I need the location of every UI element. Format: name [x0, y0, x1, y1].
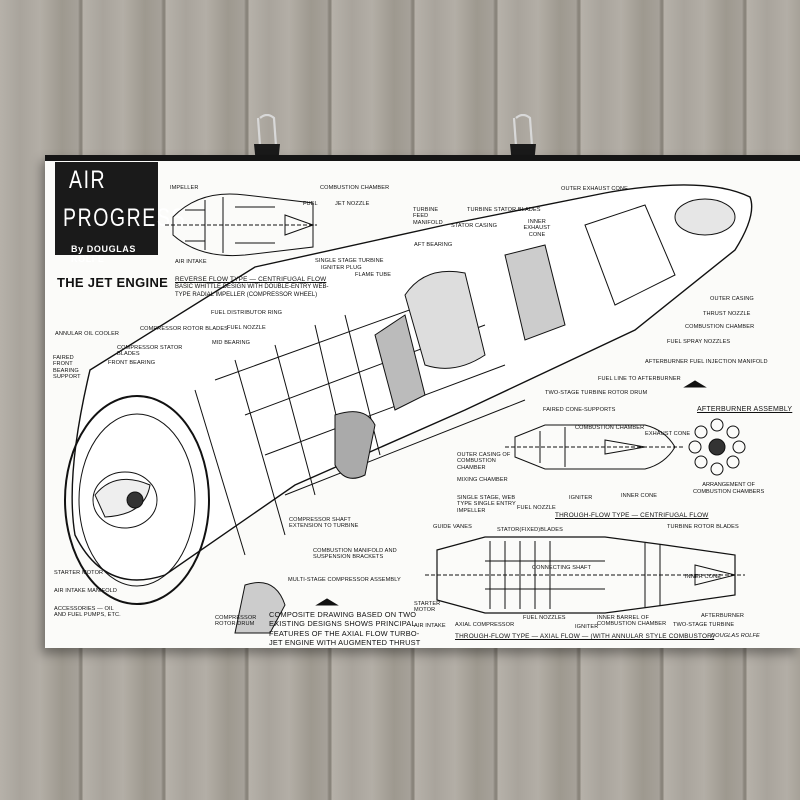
label-igniter-cf: IGNITER [569, 495, 593, 501]
engine-drawings [64, 184, 753, 634]
label-inner-barrel: INNER BARREL OF COMBUSTION CHAMBER [597, 615, 667, 628]
label-outer-exhaust-cone: OUTER EXHAUST CONE [561, 186, 628, 192]
label-guide-vanes: GUIDE VANES [433, 524, 472, 530]
masthead: AIR PROGRESS By DOUGLAS ROLFE [55, 162, 184, 264]
byline: By DOUGLAS ROLFE [71, 244, 137, 264]
reverse-flow-description: BASIC WHITTLE DESIGN WITH DOUBLE-ENTRY W… [175, 284, 329, 298]
label-combustion-manifold: COMBUSTION MANIFOLD AND SUSPENSION BRACK… [313, 548, 397, 561]
label-fuel-spray-nozzles: FUEL SPRAY NOZZLES [667, 339, 731, 345]
label-air-intake-manifold: AIR INTAKE MANIFOLD [54, 588, 118, 594]
caption-reverse-flow: REVERSE FLOW TYPE — CENTRIFUGAL FLOW [175, 276, 327, 283]
label-two-stage-turbine-rotor-drum: TWO-STAGE TURBINE ROTOR DRUM [545, 390, 648, 396]
label-outer-casing: OUTER CASING [710, 296, 754, 302]
centrifugal-flow-diagram [505, 424, 685, 470]
label-fuel-line-to-afterburner: FUEL LINE TO AFTERBURNER [598, 376, 681, 382]
label-outer-casing-combustion: OUTER CASING OF COMBUSTION CHAMBER [457, 452, 511, 471]
label-single-stage-web-impeller: SINGLE STAGE, WEB TYPE SINGLE ENTRY IMPE… [457, 495, 516, 514]
label-turbine-rotor-blades: TURBINE ROTOR BLADES [667, 524, 739, 530]
label-thrust-nozzle: THRUST NOZZLE [703, 311, 751, 317]
label-combustion-chamber-cf: COMBUSTION CHAMBER [575, 425, 645, 431]
label-fuel-nozzles-axial: FUEL NOZZLES [523, 615, 566, 621]
axial-flow-diagram [425, 536, 745, 614]
label-fuel-nozzle: FUEL NOZZLE [227, 325, 266, 331]
label-igniter-plug: IGNITER PLUG [321, 265, 362, 271]
reverse-flow-diagram [165, 193, 317, 257]
label-exhaust-cone: EXHAUST CONE [645, 431, 691, 437]
cutaway-engine [64, 184, 753, 634]
label-jet-nozzle: JET NOZZLE [335, 201, 370, 207]
label-front-bearing: FRONT BEARING [108, 360, 156, 366]
label-faired-front-bearing-support: FAIRED FRONT BEARING SUPPORT [53, 355, 81, 381]
label-combustion-chamber: COMBUSTION CHAMBER [320, 185, 390, 191]
caption-axial-flow: THROUGH-FLOW TYPE — AXIAL FLOW — (WITH A… [455, 633, 715, 640]
label-compressor-rotor-blades: COMPRESSOR ROTOR BLADES [140, 326, 228, 332]
label-compressor-stator-blades: COMPRESSOR STATOR BLADES [117, 345, 183, 358]
label-fuel: FUEL [303, 201, 318, 207]
label-air-intake: AIR INTAKE [175, 259, 207, 265]
label-afterburner-axial: AFTERBURNER [701, 613, 745, 619]
masthead-line-1: AIR [69, 166, 107, 194]
arrangement-label: ARRANGEMENT OF COMBUSTION CHAMBERS [693, 482, 765, 496]
label-inner-cone-axial: INNER CONE [685, 574, 722, 580]
label-starter-motor: STARTER MOTOR [54, 570, 104, 576]
artist-signature: DOUGLAS ROLFE [711, 633, 760, 639]
label-single-stage-turbine: SINGLE STAGE TURBINE [315, 258, 384, 264]
composite-drawing-note: COMPOSITE DRAWING BASED ON TWO EXISTING … [269, 610, 421, 648]
caption-afterburner-assembly: AFTERBURNER ASSEMBLY [697, 406, 793, 413]
label-impeller: IMPELLER [170, 185, 199, 191]
label-accessories: ACCESSORIES — OIL AND FUEL PUMPS, ETC. [54, 606, 121, 619]
label-starter-motor-axial: STARTER MOTOR [414, 601, 441, 614]
label-afterburner-fuel-injection-manifold: AFTERBURNER FUEL INJECTION MANIFOLD [645, 359, 768, 365]
label-combustion-chamber-cutaway: COMBUSTION CHAMBER [685, 324, 755, 330]
label-compressor-rotor-drum: COMPRESSOR ROTOR DRUM [215, 615, 257, 628]
label-fuel-nozzle-cf: FUEL NOZZLE [517, 505, 556, 511]
jet-engine-poster: AIR PROGRESS By DOUGLAS ROLFE THE JET EN… [45, 155, 800, 648]
masthead-line-2: PROGRESS [63, 204, 187, 232]
label-stator-blades: STATOR(FIXED)BLADES [497, 527, 563, 533]
label-axial-compressor: AXIAL COMPRESSOR [455, 622, 515, 628]
label-inner-exhaust-cone: INNER EXHAUST CONE [523, 219, 551, 238]
label-igniter-axial: IGNITER [575, 624, 599, 630]
label-mid-bearing: MID BEARING [212, 340, 251, 346]
label-mixing-chamber: MIXING CHAMBER [457, 477, 508, 483]
label-turbine-stator-blades: TURBINE STATOR BLADES [467, 207, 541, 213]
label-air-intake-axial: AIR INTAKE [414, 623, 446, 629]
poster-top-bar [45, 155, 800, 161]
label-connecting-shaft: CONNECTING SHAFT [532, 565, 592, 571]
label-two-stage-turbine-axial: TWO-STAGE TURBINE [673, 622, 735, 628]
poster-title: THE JET ENGINE [57, 275, 169, 290]
label-multi-stage-compressor-assembly: MULTI-STAGE COMPRESSOR ASSEMBLY [288, 577, 401, 583]
label-faired-cone-supports: FAIRED CONE-SUPPORTS [543, 407, 616, 413]
label-flame-tube: FLAME TUBE [355, 272, 392, 278]
label-fuel-distributor-ring: FUEL DISTRIBUTOR RING [211, 310, 283, 316]
caption-centrifugal-flow: THROUGH-FLOW TYPE — CENTRIFUGAL FLOW [555, 512, 709, 519]
label-annular-oil-cooler: ANNULAR OIL COOLER [55, 331, 120, 337]
label-compressor-shaft-extension: COMPRESSOR SHAFT EXTENSION TO TURBINE [289, 517, 359, 530]
label-aft-bearing: AFT BEARING [414, 242, 453, 248]
label-inner-cone-cf: INNER CONE [621, 493, 658, 499]
combustion-chamber-arrangement [688, 418, 746, 476]
label-stator-casing: STATOR CASING [451, 223, 498, 229]
label-turbine-feed-manifold: TURBINE FEED MANIFOLD [413, 207, 443, 226]
